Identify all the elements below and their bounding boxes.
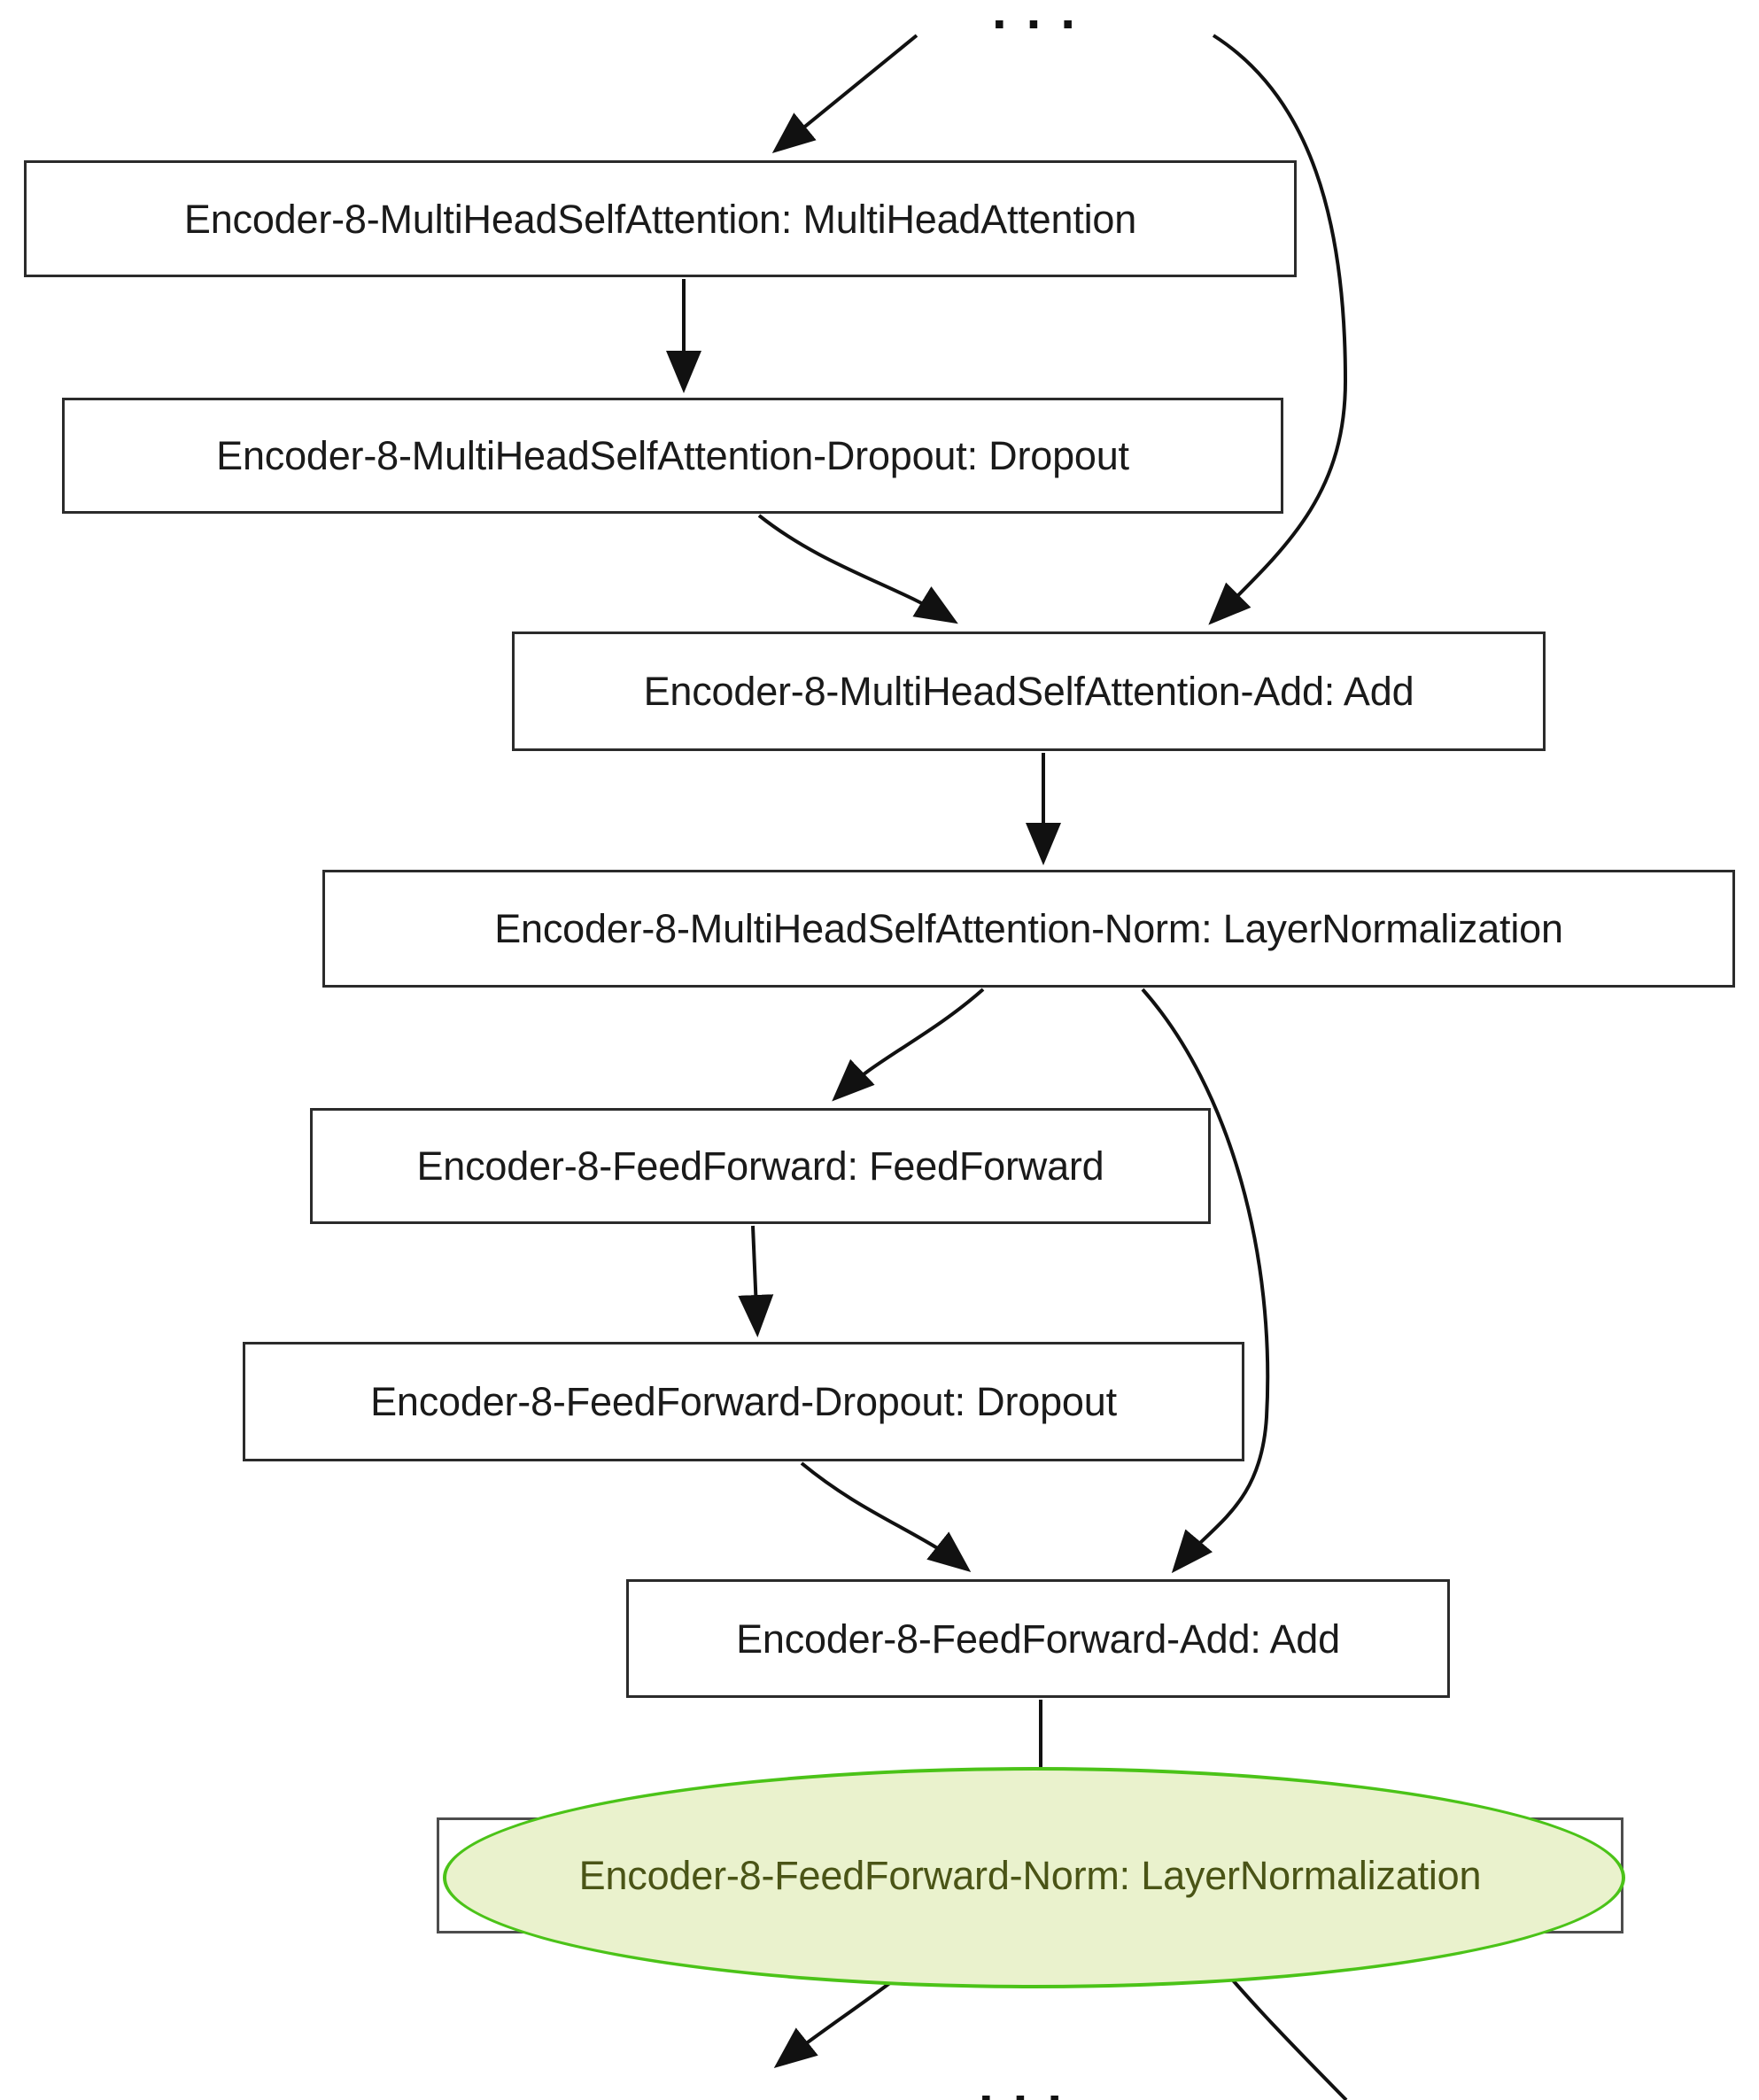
node-feedforward[interactable]: Encoder-8-FeedForward: FeedForward — [310, 1108, 1211, 1224]
node-rect — [626, 1579, 1450, 1698]
node-mhsa[interactable]: Encoder-8-MultiHeadSelfAttention: MultiH… — [24, 160, 1297, 277]
node-rect — [24, 160, 1297, 277]
bottom-ellipsis: ... — [979, 2056, 1082, 2100]
top-ellipsis: ... — [992, 0, 1096, 40]
node-label: Encoder-8-MultiHeadSelfAttention: MultiH… — [183, 196, 1137, 242]
node-ff-dropout[interactable]: Encoder-8-FeedForward-Dropout: Dropout — [243, 1342, 1244, 1461]
node-label: Encoder-8-FeedForward-Dropout: Dropout — [370, 1379, 1117, 1424]
node-rect — [62, 398, 1283, 514]
node-mhsa-dropout[interactable]: Encoder-8-MultiHeadSelfAttention-Dropout… — [62, 398, 1283, 514]
edge-above-to-mhsa — [771, 34, 918, 154]
edge-mhsa-norm-to-ff-add — [1141, 988, 1270, 1574]
node-label: Encoder-8-FeedForward-Norm: LayerNormali… — [578, 1853, 1482, 1898]
node-label: Encoder-8-FeedForward-Add: Add — [736, 1616, 1340, 1662]
node-ff-norm[interactable]: Encoder-8-FeedForward-Norm: LayerNormali… — [437, 1817, 1623, 1933]
node-mhsa-add[interactable]: Encoder-8-MultiHeadSelfAttention-Add: Ad… — [512, 632, 1546, 751]
edge-ff-norm-to-below-right — [1194, 1933, 1348, 2100]
node-ff-add[interactable]: Encoder-8-FeedForward-Add: Add — [626, 1579, 1450, 1698]
node-label: Encoder-8-MultiHeadSelfAttention-Add: Ad… — [643, 669, 1414, 714]
edge-feedforward-to-ff-dropout — [738, 1225, 774, 1337]
node-rect — [310, 1108, 1211, 1224]
node-label: Encoder-8-MultiHeadSelfAttention-Norm: L… — [494, 906, 1563, 951]
node-mhsa-norm[interactable]: Encoder-8-MultiHeadSelfAttention-Norm: L… — [322, 870, 1735, 988]
node-rect — [512, 632, 1546, 751]
edge-mhsa-dropout-to-mhsa-add — [757, 514, 958, 624]
edge-ff-norm-to-below — [773, 1933, 951, 2068]
node-label: Encoder-8-FeedForward: FeedForward — [416, 1143, 1104, 1189]
edge-mhsa-norm-to-feedforward — [832, 988, 985, 1102]
edge-above-to-mhsa-add — [1208, 34, 1348, 625]
edge-ff-dropout-to-ff-add — [800, 1461, 972, 1572]
node-rect — [322, 870, 1735, 988]
node-label: Encoder-8-MultiHeadSelfAttention-Dropout… — [216, 433, 1129, 478]
node-rect — [243, 1342, 1244, 1461]
